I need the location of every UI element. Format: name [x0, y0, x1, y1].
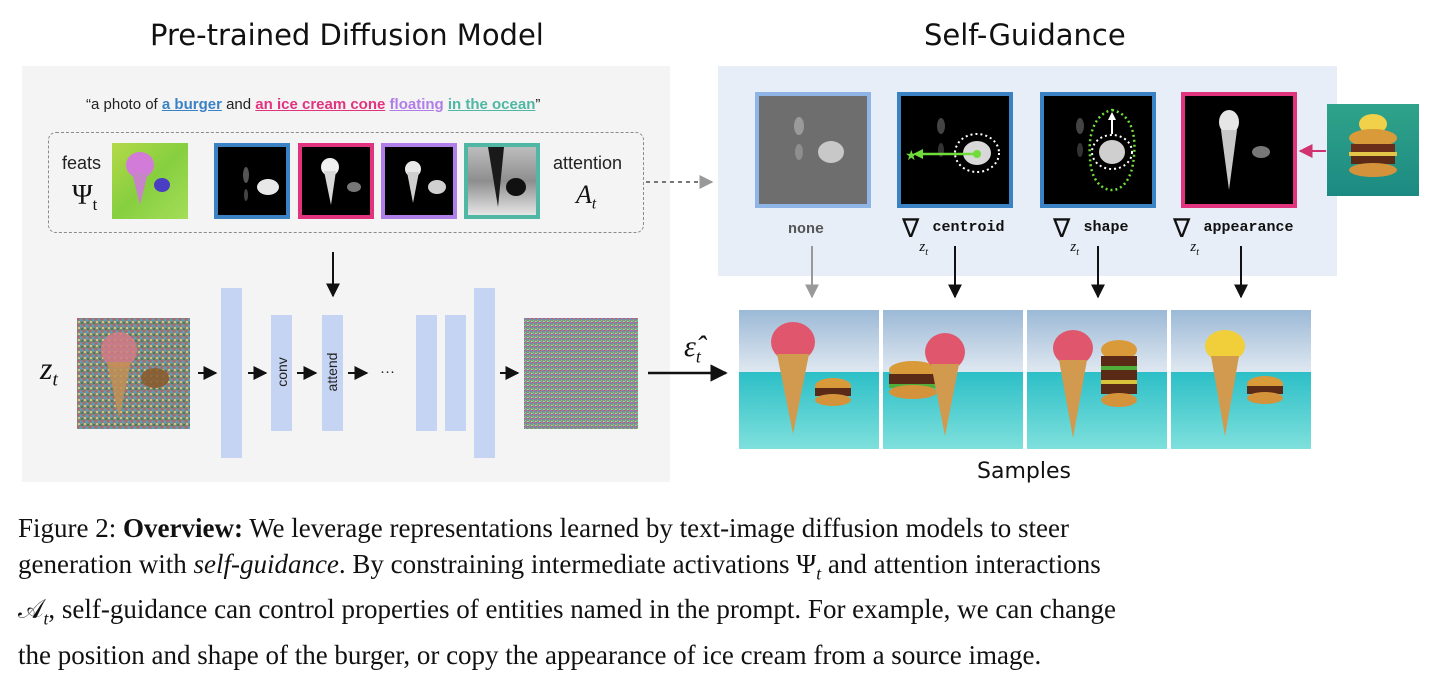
unet-block-1	[221, 288, 242, 458]
prompt-token-floating: floating	[389, 96, 444, 113]
noisy-latent-image	[77, 318, 190, 429]
unet-block-6	[474, 288, 495, 458]
conv-block	[271, 315, 292, 431]
feats-symbol: Ψt	[72, 180, 98, 214]
conv-label: conv	[274, 357, 290, 387]
feature-map-image	[112, 143, 188, 219]
svg-text:★: ★	[905, 148, 918, 164]
attend-block	[322, 315, 343, 431]
prompt-token-ice-cream: an ice cream cone	[255, 96, 386, 113]
left-panel-title: Pre-trained Diffusion Model	[150, 18, 544, 52]
sample-image-centroid	[883, 310, 1023, 449]
prompt-text: “a photo of a burger and an ice cream co…	[86, 96, 541, 113]
attention-label: attention	[553, 153, 623, 173]
attend-label: attend	[324, 352, 340, 392]
unet-block-4	[416, 315, 437, 431]
prompt-token-ocean: in the ocean	[447, 96, 536, 113]
figure-caption: Figure 2: Overview: We leverage represen…	[18, 513, 1117, 670]
feats-label: feats	[62, 153, 102, 173]
attention-map-burger	[214, 143, 290, 219]
guidance-label-shape: ∇zt shape	[1053, 214, 1129, 258]
noise-prediction-symbol: ε̂t	[684, 330, 701, 367]
ellipsis: ···	[380, 363, 395, 380]
guidance-map-shape	[1040, 92, 1156, 208]
sample-image-none	[739, 310, 879, 449]
guidance-label-appearance: ∇zt appearance	[1173, 214, 1294, 258]
sample-image-appearance	[1171, 310, 1311, 449]
samples-label: Samples	[977, 459, 1071, 484]
unet-block-5	[445, 315, 466, 431]
features-attention-box	[48, 132, 644, 233]
right-panel-title: Self-Guidance	[924, 18, 1126, 52]
guidance-map-none	[755, 92, 871, 208]
latent-symbol: zt	[40, 350, 58, 391]
guidance-map-appearance	[1181, 92, 1297, 208]
attention-map-ice-cream	[298, 143, 374, 219]
attention-map-ocean	[464, 143, 540, 219]
guidance-label-centroid: ∇zt centroid	[902, 214, 1005, 258]
predicted-noise-image	[524, 318, 638, 429]
guidance-map-centroid: ★	[897, 92, 1013, 208]
attention-symbol: At	[576, 180, 597, 213]
prompt-token-burger: a burger	[161, 96, 222, 113]
appearance-source-image	[1327, 104, 1419, 196]
attention-map-floating	[381, 143, 457, 219]
guidance-label-none: none	[788, 221, 825, 238]
sample-image-shape	[1027, 310, 1167, 449]
